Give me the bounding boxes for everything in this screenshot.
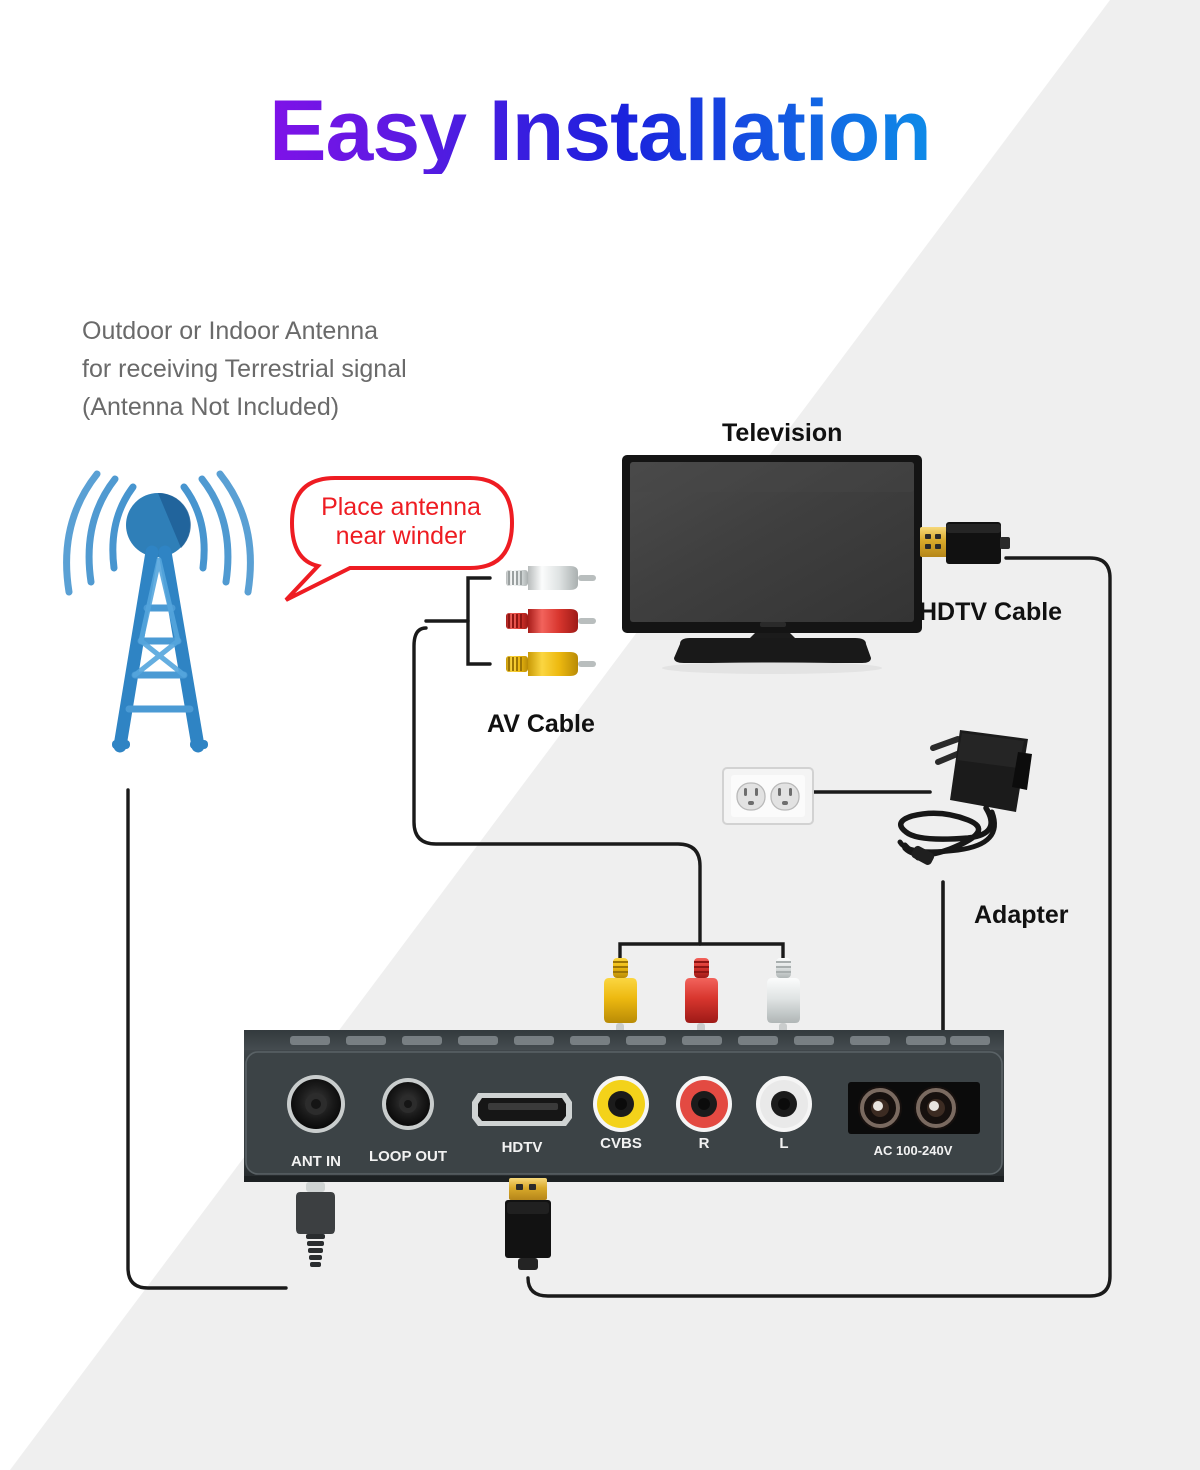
hdmi-connector-icon — [920, 522, 1010, 564]
label-av-cable: AV Cable — [487, 710, 595, 738]
port-ac-power — [848, 1082, 980, 1134]
av-plug-box-yellow — [604, 958, 637, 1045]
television-icon — [622, 455, 922, 674]
port-label-ac: AC 100-240V — [874, 1143, 953, 1158]
label-television: Television — [722, 419, 843, 447]
power-adapter-icon — [897, 730, 1032, 865]
port-r — [676, 1076, 732, 1132]
hdmi-plug-icon — [505, 1178, 551, 1270]
port-label-ant-in: ANT IN — [291, 1153, 341, 1170]
port-label-cvbs: CVBS — [600, 1135, 642, 1152]
wire-group — [126, 556, 1112, 1298]
label-adapter: Adapter — [974, 901, 1069, 929]
wire-av-branch-box — [618, 942, 785, 966]
port-cvbs — [593, 1076, 649, 1132]
wire-av-bus — [412, 626, 702, 946]
port-ant-in — [287, 1075, 345, 1133]
port-label-hdtv: HDTV — [502, 1139, 543, 1156]
page-title: Easy Installation — [0, 88, 1200, 174]
av-plugs-tv-group — [506, 566, 596, 676]
port-label-loop-out: LOOP OUT — [369, 1148, 447, 1165]
av-plug-yellow — [506, 652, 596, 676]
antenna-note-line-3: (Antenna Not Included) — [82, 393, 340, 421]
antenna-tower-icon — [63, 470, 254, 753]
callout-line-1: Place antenna — [321, 493, 481, 521]
av-plug-white — [506, 566, 596, 590]
antenna-note-line-2: for receiving Terrestrial signal — [82, 355, 407, 383]
port-hdtv — [472, 1093, 572, 1126]
callout-line-2: near winder — [335, 522, 467, 550]
wire-antenna-to-box — [126, 788, 288, 1290]
av-plugs-box-group — [604, 958, 800, 1045]
av-plug-red — [506, 609, 596, 633]
set-top-box-icon — [244, 1030, 1004, 1182]
port-l — [756, 1076, 812, 1132]
antenna-note-line-1: Outdoor or Indoor Antenna — [82, 317, 379, 345]
wire-av-branch-tv — [466, 576, 492, 666]
port-label-l: L — [779, 1135, 788, 1152]
port-label-r: R — [699, 1135, 710, 1152]
port-label-group: ANT IN LOOP OUT HDTV CVBS R L AC 100-240… — [291, 1135, 953, 1170]
speech-bubble-icon — [284, 476, 515, 602]
wire-hdmi-loop — [526, 556, 1112, 1298]
port-loop-out — [382, 1078, 434, 1130]
coax-plug-icon — [296, 1182, 335, 1267]
wall-outlet-icon — [722, 767, 814, 825]
label-hdtv-cable: HDTV Cable — [919, 598, 1063, 626]
